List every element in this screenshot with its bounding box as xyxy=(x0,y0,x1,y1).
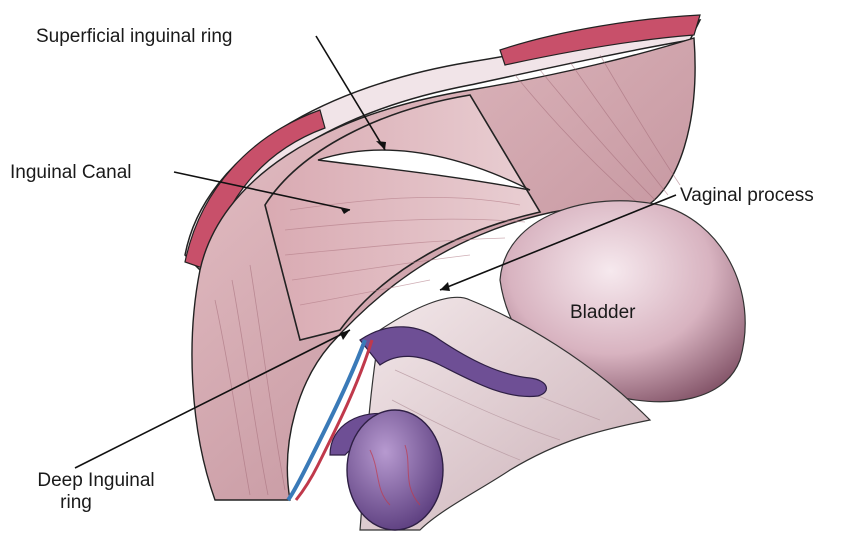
label-deep-inguinal-ring-line1: Deep Inguinal xyxy=(16,470,176,492)
label-superficial-inguinal-ring: Superficial inguinal ring xyxy=(36,26,232,48)
label-deep-inguinal-ring-line2: ring xyxy=(16,492,136,514)
label-inguinal-canal: Inguinal Canal xyxy=(10,162,131,184)
arrowhead-vaginal xyxy=(440,282,450,291)
label-vaginal-process: Vaginal process xyxy=(680,185,814,207)
testis xyxy=(347,410,443,530)
label-bladder: Bladder xyxy=(570,302,636,324)
